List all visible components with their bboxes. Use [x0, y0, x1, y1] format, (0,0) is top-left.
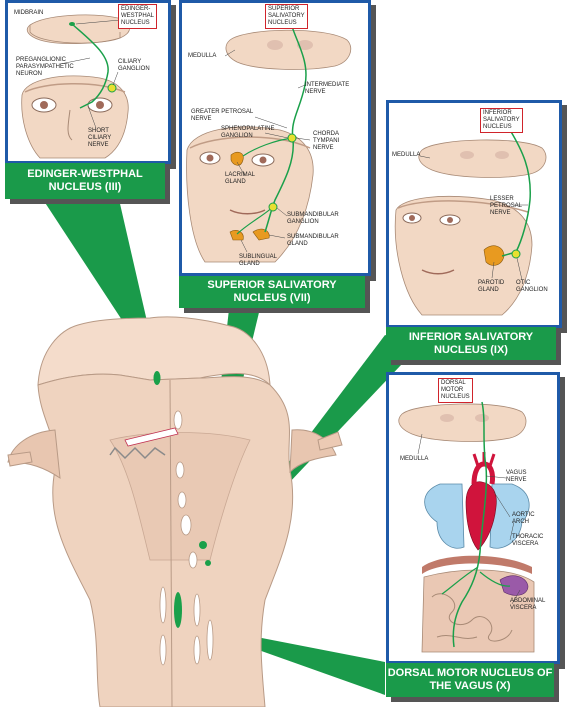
label-chorda-tympani: CHORDA TYMPANI NERVE [313, 131, 340, 151]
nerve-stub-left [7, 451, 33, 467]
label-thoracic: THORACIC VISCERA [512, 534, 544, 547]
label-midbrain: MIDBRAIN [14, 10, 44, 16]
panel-superior-salivatory: SUPERIOR SALIVATORY NUCLEUS MEDULLA INTE… [175, 0, 375, 315]
label-parotid: PAROTID GLAND [478, 280, 505, 293]
edinger-illustration [21, 14, 130, 159]
caption-vagus: DORSAL MOTOR NUCLEUS OF THE VAGUS (X) [386, 663, 554, 697]
caption-inferior-line2: NUCLEUS (IX) [434, 343, 508, 356]
cross-bar [124, 427, 179, 447]
panel-dorsal-vagus: DORSAL MOTOR NUCLEUS MEDULLA VAGUS NERVE… [382, 372, 564, 702]
trochlear-fibers [109, 446, 166, 460]
nucleus-box-inferior: INFERIOR SALIVATORY NUCLEUS [480, 108, 523, 133]
dorsal-motor-vagus-dot [174, 592, 182, 628]
edinger-westphal-nucleus-dot [153, 371, 161, 385]
label-ciliary-ganglion: CILIARY GANGLION [118, 59, 150, 72]
label-greater-petrosal: GREATER PETROSAL NERVE [191, 109, 254, 122]
caption-superior-line1: SUPERIOR SALIVATORY [207, 279, 337, 291]
nucleus-box-vagus: DORSAL MOTOR NUCLEUS [438, 378, 473, 403]
label-sphenopalatine: SPHENOPALATINE GANGLION [221, 126, 275, 139]
caption-superior-line2: NUCLEUS (VII) [233, 292, 311, 304]
label-otic: OTIC GANGLION [516, 280, 548, 293]
label-sublingual: SUBLINGUAL GLAND [239, 254, 278, 267]
vagus-illustration [398, 401, 535, 653]
caption-edinger-line2: NUCLEUS (III) [48, 181, 122, 193]
nucleus-columns [159, 410, 214, 666]
superior-illustration [186, 19, 352, 263]
caption-edinger-line1: EDINGER-WESTPHAL [27, 168, 143, 180]
label-medulla-vagus: MEDULLA [400, 456, 429, 462]
caption-edinger: EDINGER-WESTPHAL NUCLEUS (III) [5, 163, 165, 199]
label-intermediate: INTERMEDIATE NERVE [305, 82, 350, 95]
peduncle-left [7, 429, 61, 480]
panel-inferior-salivatory: INFERIOR SALIVATORY NUCLEUS MEDULLA LESS… [382, 100, 562, 365]
label-short-ciliary: SHORT CILIARY NERVE [88, 128, 112, 148]
label-medulla-inferior: MEDULLA [392, 152, 421, 158]
nucleus-box-edinger: EDINGER- WESTPHAL NUCLEUS [118, 4, 158, 29]
caption-vagus-line1: DORSAL MOTOR NUCLEUS OF [387, 667, 553, 679]
label-abdominal: ABDOMINAL VISCERA [510, 598, 546, 611]
label-vagus-nerve: VAGUS NERVE [506, 470, 527, 483]
inferior-salivatory-dot [205, 560, 211, 566]
caption-inferior: INFERIOR SALIVATORY NUCLEUS (IX) [386, 327, 556, 360]
superior-salivatory-dot [199, 541, 207, 549]
label-aortic-arch: AORTIC ARCH [512, 512, 535, 525]
label-submandibular-ganglion: SUBMANDIBULAR GANGLION [287, 212, 339, 225]
label-submandibular-gland: SUBMANDIBULAR GLAND [287, 234, 339, 247]
nerve-stub-right [317, 431, 343, 451]
nucleus-box-superior: SUPERIOR SALIVATORY NUCLEUS [265, 4, 308, 29]
caption-vagus-line2: THE VAGUS (X) [429, 680, 511, 692]
inferior-illustration [394, 129, 547, 316]
label-preganglionic: PREGANGLIONIC PARASYMPATHETIC NEURON [16, 57, 74, 77]
label-lesser-petrosal: LESSER PETROSAL NERVE [490, 196, 523, 216]
caption-inferior-line1: INFERIOR SALIVATORY [408, 330, 534, 343]
label-lacrimal: LACRIMAL GLAND [225, 172, 256, 185]
caption-superior: SUPERIOR SALIVATORY NUCLEUS (VII) [179, 276, 365, 308]
panel-edinger-westphal: MIDBRAIN EDINGER- WESTPHAL NUCLEUS PREGA… [0, 0, 171, 205]
label-medulla-superior: MEDULLA [188, 53, 217, 59]
